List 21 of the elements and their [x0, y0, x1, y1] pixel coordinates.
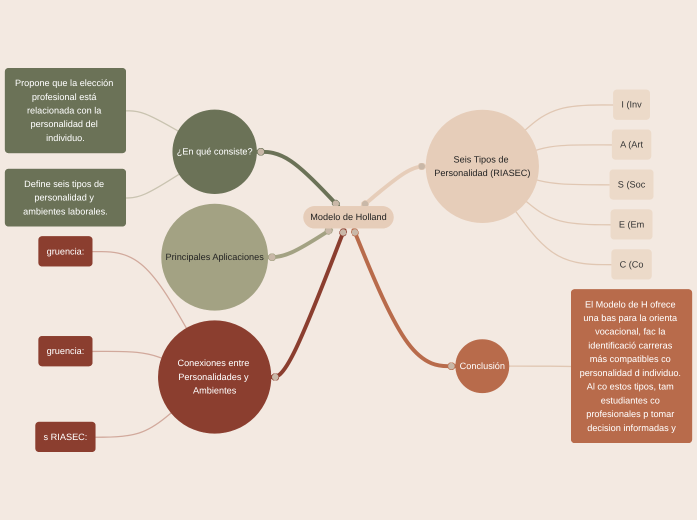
node-circle: Principales Aplicaciones — [161, 204, 268, 311]
connector — [268, 226, 334, 262]
connector — [96, 412, 172, 438]
node-circle: Conclusión — [455, 339, 510, 394]
connector — [515, 211, 612, 266]
node-circle: Conexiones entre Personalidades y Ambientes — [158, 320, 272, 434]
connector — [92, 250, 188, 329]
connector — [256, 148, 340, 208]
connector — [508, 366, 572, 368]
connector — [126, 110, 179, 132]
connector — [126, 174, 180, 199]
connector — [270, 228, 348, 381]
connector — [526, 201, 612, 226]
node-circle: Seis Tipos de Personalidad (RIASEC) — [426, 110, 539, 224]
connector — [536, 144, 613, 151]
node-circle: ¿En qué consiste? — [172, 110, 257, 194]
connector — [536, 179, 610, 186]
connector — [350, 228, 456, 370]
connector — [360, 162, 426, 208]
connector — [524, 104, 614, 130]
connector — [92, 350, 162, 359]
